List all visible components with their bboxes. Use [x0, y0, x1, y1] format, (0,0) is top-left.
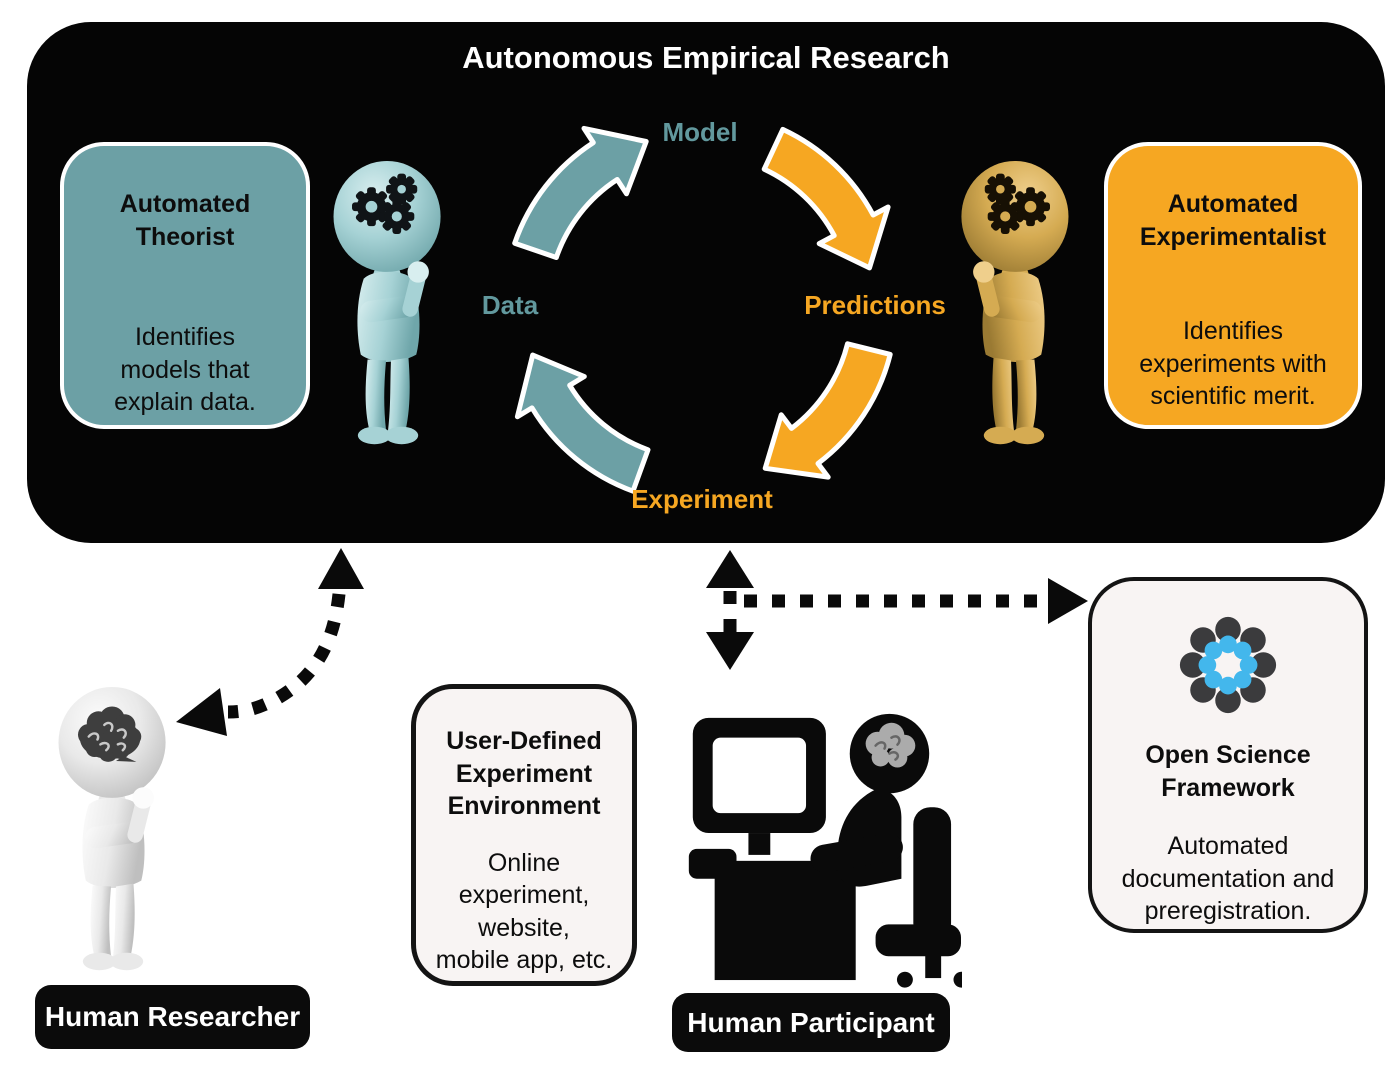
cycle-label-experiment: Experiment	[631, 484, 773, 514]
automated-experimentalist-card: Automated Experimentalist Identifies exp…	[1104, 142, 1362, 429]
osf-card-title: Open Science Framework	[1145, 741, 1311, 802]
gear-icon	[984, 173, 1016, 205]
human-researcher-figure	[48, 686, 180, 978]
environment-card-title: User-Defined Experiment Environment	[446, 727, 602, 820]
osf-petal-dark	[1215, 687, 1241, 714]
environment-card-body: Online experiment, website, mobile app, …	[435, 848, 613, 975]
researcher-link-line	[227, 593, 346, 719]
osf-card-body: Automated documentation and preregistrat…	[1121, 832, 1335, 925]
cycle-label-model: Model	[662, 117, 738, 147]
gear-icon	[352, 187, 391, 227]
experiment-environment-card: User-Defined Experiment Environment Onli…	[411, 684, 637, 986]
osf-petal-blue	[1204, 670, 1223, 689]
experimentalist-card-title: Automated Experimentalist	[1139, 190, 1327, 251]
human-researcher-badge: Human Researcher	[35, 985, 310, 1049]
osf-link-arrowhead-right	[1048, 578, 1088, 624]
brain-icon	[865, 722, 916, 768]
researcher-link-arrowhead-up	[318, 548, 364, 589]
osf-petal-dark	[1179, 652, 1206, 678]
human-participant-badge: Human Participant	[672, 993, 950, 1052]
brain-icon	[77, 706, 142, 762]
osf-logo-icon	[1179, 616, 1277, 714]
panel-title: Autonomous Empirical Research	[462, 40, 950, 75]
osf-petal-blue	[1204, 641, 1223, 660]
osf-petal-blue	[1219, 635, 1237, 654]
osf-petal-blue	[1233, 670, 1252, 689]
participant-link-arrowhead-down	[706, 632, 754, 670]
gear-icon	[386, 173, 418, 205]
theorist-card-body: Identifies models that explain data.	[114, 323, 256, 416]
osf-petal-dark	[1250, 652, 1277, 678]
gear-icon	[379, 198, 415, 234]
osf-petal-blue	[1219, 676, 1237, 695]
osf-petal-blue	[1239, 656, 1258, 674]
open-science-framework-card: Open Science Framework Automated documen…	[1088, 577, 1368, 933]
osf-petal-blue	[1198, 656, 1217, 674]
osf-petal-dark	[1215, 616, 1241, 643]
cycle-label-predictions: Predictions	[804, 290, 946, 320]
theorist-robot-figure	[328, 160, 450, 452]
experimentalist-card-body: Identifies experiments with scientific m…	[1139, 317, 1327, 410]
theorist-card-title: Automated Theorist	[119, 190, 251, 251]
gear-icon	[987, 198, 1023, 234]
researcher-link-arrowhead-down	[176, 688, 227, 736]
experimentalist-robot-figure	[952, 160, 1074, 452]
participant-link-arrowhead-up	[706, 550, 754, 588]
gear-icon	[1011, 187, 1050, 227]
chair-icon	[913, 807, 952, 941]
human-participant-icon	[662, 690, 962, 988]
desk-icon	[714, 860, 856, 981]
cycle-label-data: Data	[481, 290, 539, 320]
monitor-screen	[712, 737, 807, 814]
automated-theorist-card: Automated Theorist Identifies models tha…	[60, 142, 310, 429]
osf-petal-blue	[1233, 641, 1252, 660]
